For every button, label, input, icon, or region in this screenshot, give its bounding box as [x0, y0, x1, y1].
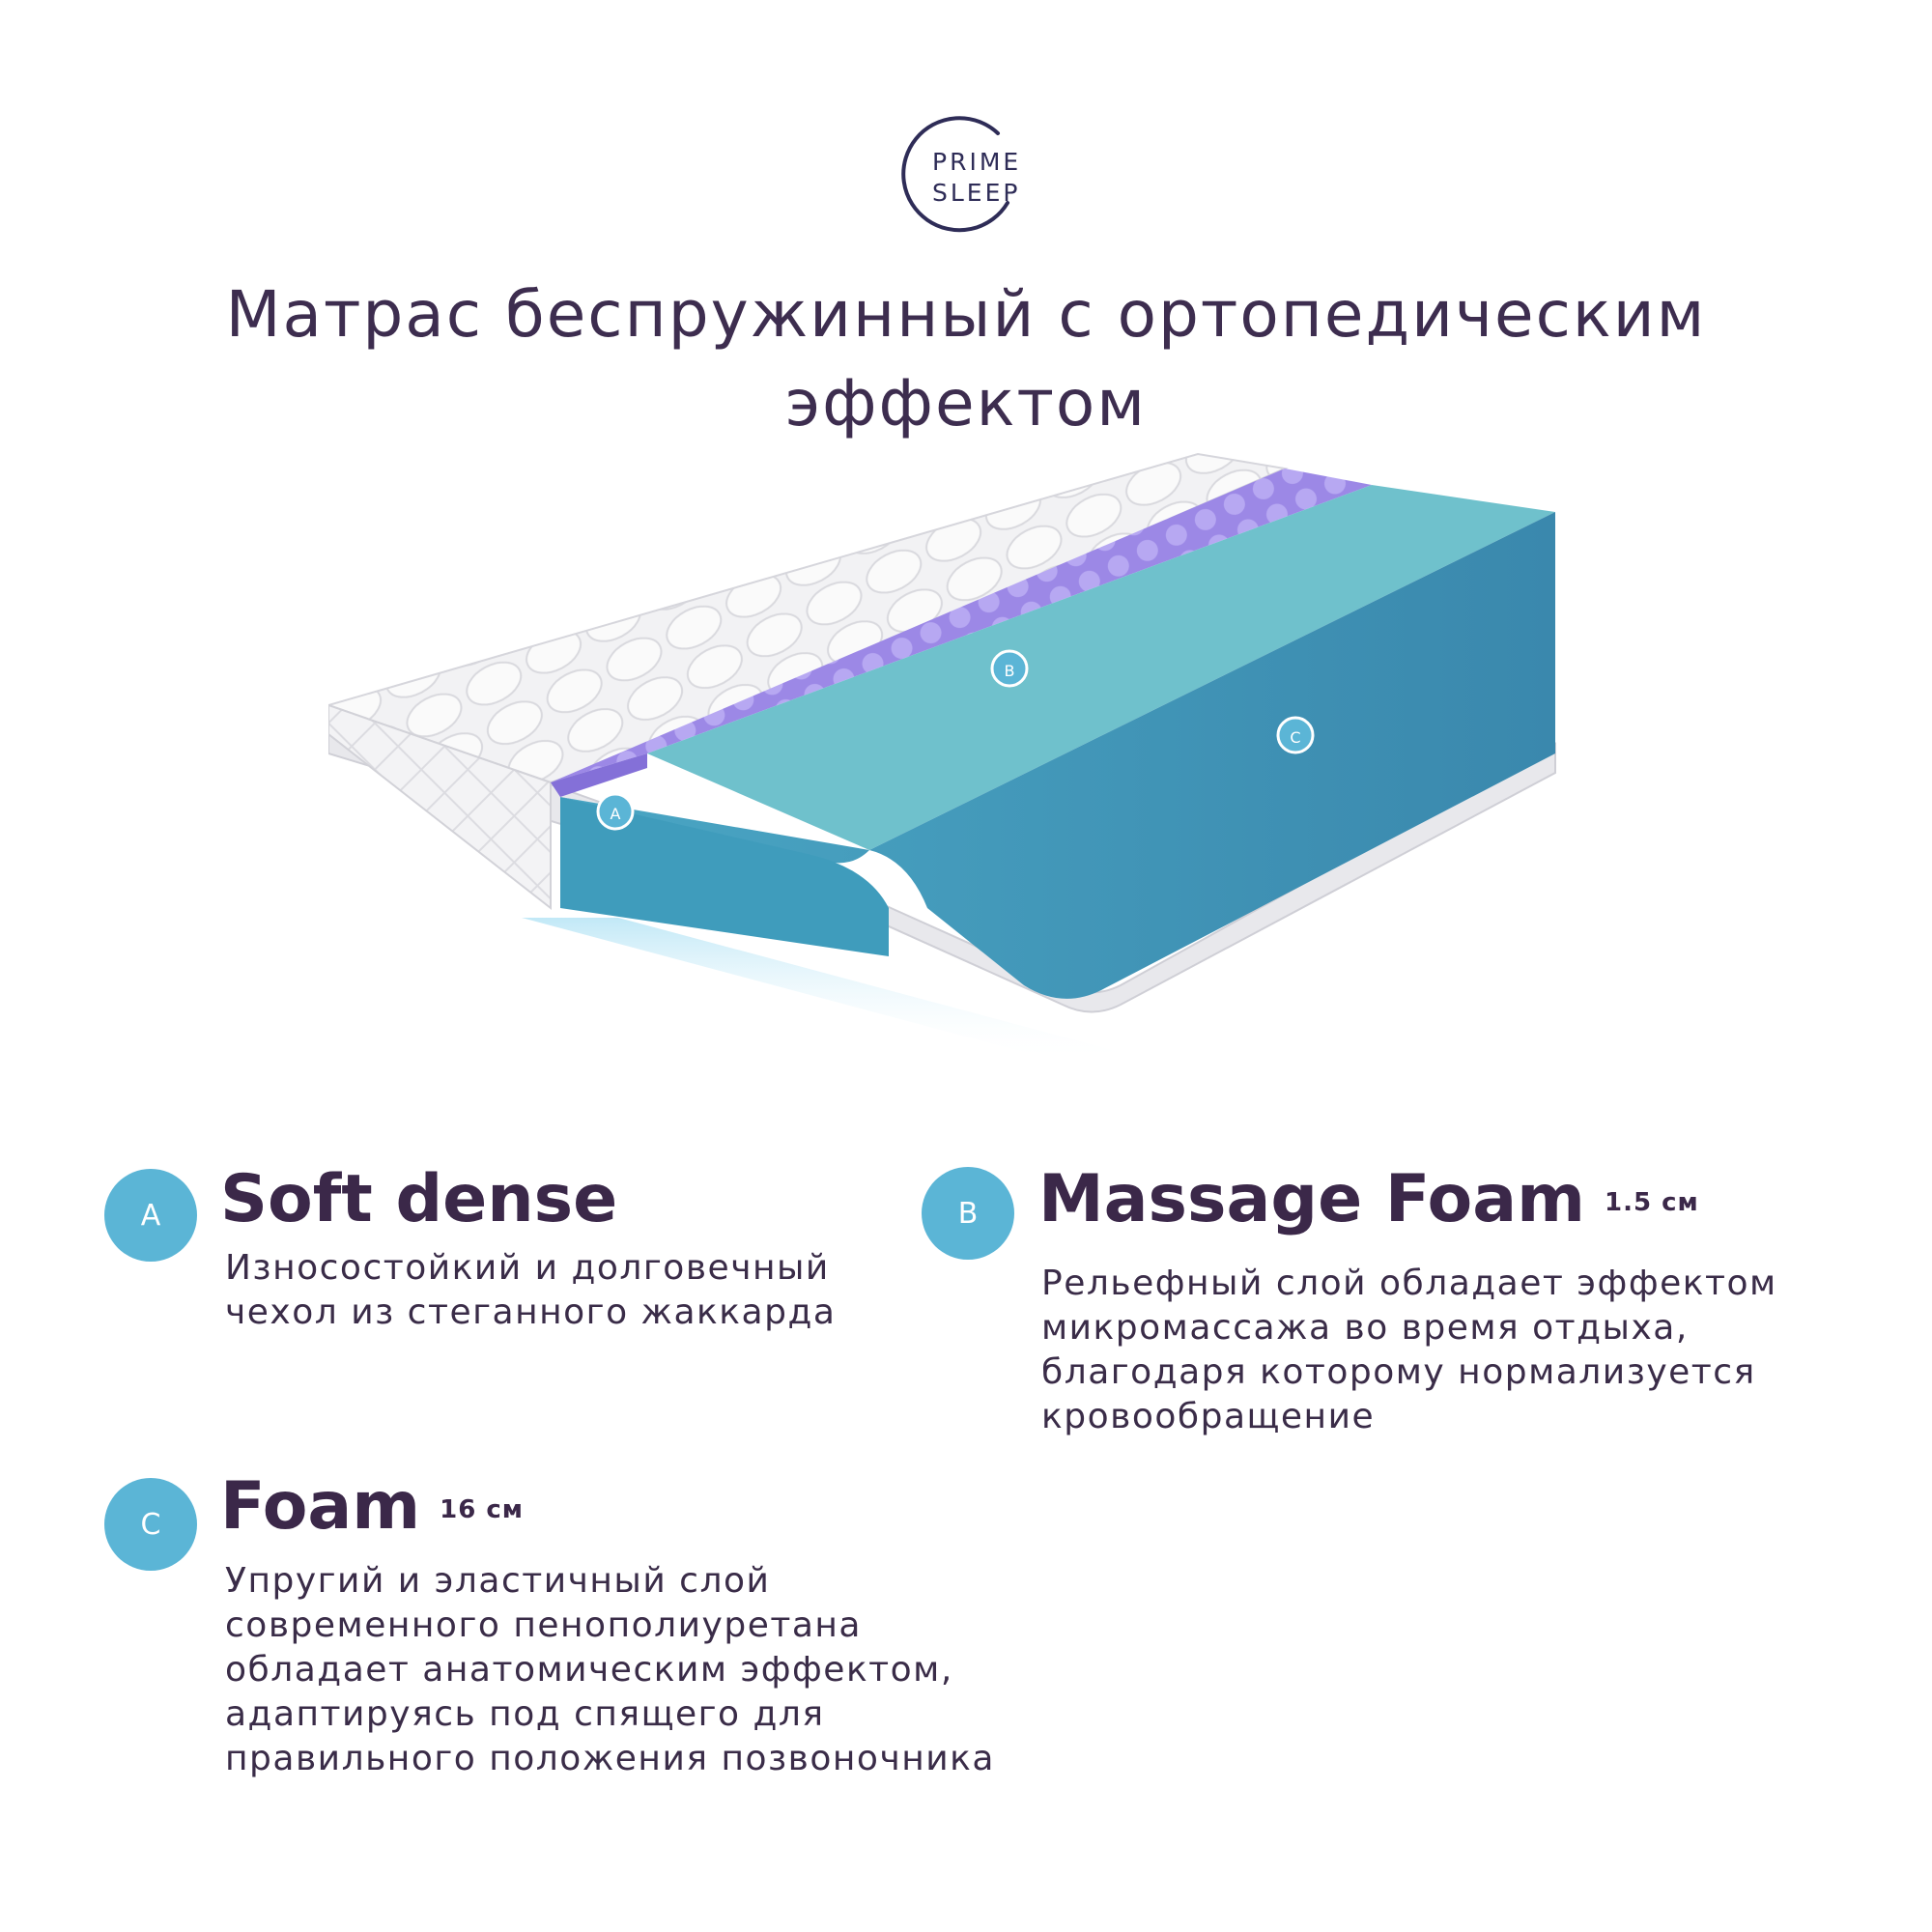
- feature-c-desc-line: адаптируясь под спящего для: [225, 1694, 825, 1734]
- brand-line-2: SLEEP: [932, 179, 1021, 207]
- feature-b-title-text: Massage Foam: [1038, 1161, 1586, 1237]
- marker-c-label: C: [1290, 728, 1300, 747]
- brand-logo: PRIME SLEEP: [932, 147, 1048, 209]
- feature-b-size: 1.5 см: [1605, 1188, 1699, 1218]
- feature-c-desc-line: современного пенополиуретана: [225, 1605, 862, 1645]
- page-title-line-2: эффектом: [784, 366, 1148, 440]
- feature-c-title: Foam 16 см: [220, 1468, 524, 1548]
- page-title: Матрас беспружинный с ортопедическим эфф…: [145, 270, 1787, 448]
- feature-c-desc-line: Упругий и эластичный слой: [225, 1561, 771, 1601]
- feature-c-size: 16 см: [440, 1495, 525, 1525]
- page-title-line-1: Матрас беспружинный с ортопедическим: [225, 277, 1707, 352]
- feature-b-badge: B: [922, 1167, 1014, 1260]
- feature-b-desc-line: Рельефный слой обладает эффектом: [1041, 1264, 1777, 1303]
- feature-a-title-text: Soft dense: [220, 1161, 618, 1237]
- marker-a-label: A: [611, 805, 621, 823]
- feature-a-desc-line: Износостойкий и долговечный: [225, 1248, 830, 1288]
- feature-a-desc-line: чехол из стеганного жаккарда: [225, 1293, 837, 1332]
- feature-c-description: Упругий и эластичный слой современного п…: [225, 1559, 995, 1781]
- feature-b-description: Рельефный слой обладает эффектом микрома…: [1041, 1262, 1777, 1439]
- brand-logo-ring: [901, 116, 1009, 233]
- feature-b-desc-line: микромассажа во время отдыха,: [1041, 1308, 1689, 1348]
- brand-line-1: PRIME: [932, 148, 1022, 176]
- feature-c-desc-line: правильного положения позвоночника: [225, 1739, 995, 1778]
- feature-b-title: Massage Foam 1.5 см: [1038, 1161, 1699, 1241]
- feature-b-desc-line: благодаря которому нормализуется: [1041, 1352, 1756, 1392]
- marker-b-label: B: [1005, 662, 1015, 680]
- marker-c: C: [1276, 716, 1315, 754]
- feature-b-desc-line: кровообращение: [1041, 1397, 1376, 1436]
- marker-b: B: [990, 649, 1029, 688]
- feature-a-badge: A: [104, 1169, 197, 1262]
- feature-a-description: Износостойкий и долговечный чехол из сте…: [225, 1246, 836, 1335]
- feature-a-title: Soft dense: [220, 1161, 617, 1238]
- feature-c-badge: C: [104, 1478, 197, 1571]
- feature-c-desc-line: обладает анатомическим эффектом,: [225, 1650, 953, 1690]
- marker-a: A: [596, 792, 635, 831]
- feature-c-title-text: Foam: [220, 1468, 421, 1545]
- mattress-illustration: A B C: [328, 452, 1556, 1063]
